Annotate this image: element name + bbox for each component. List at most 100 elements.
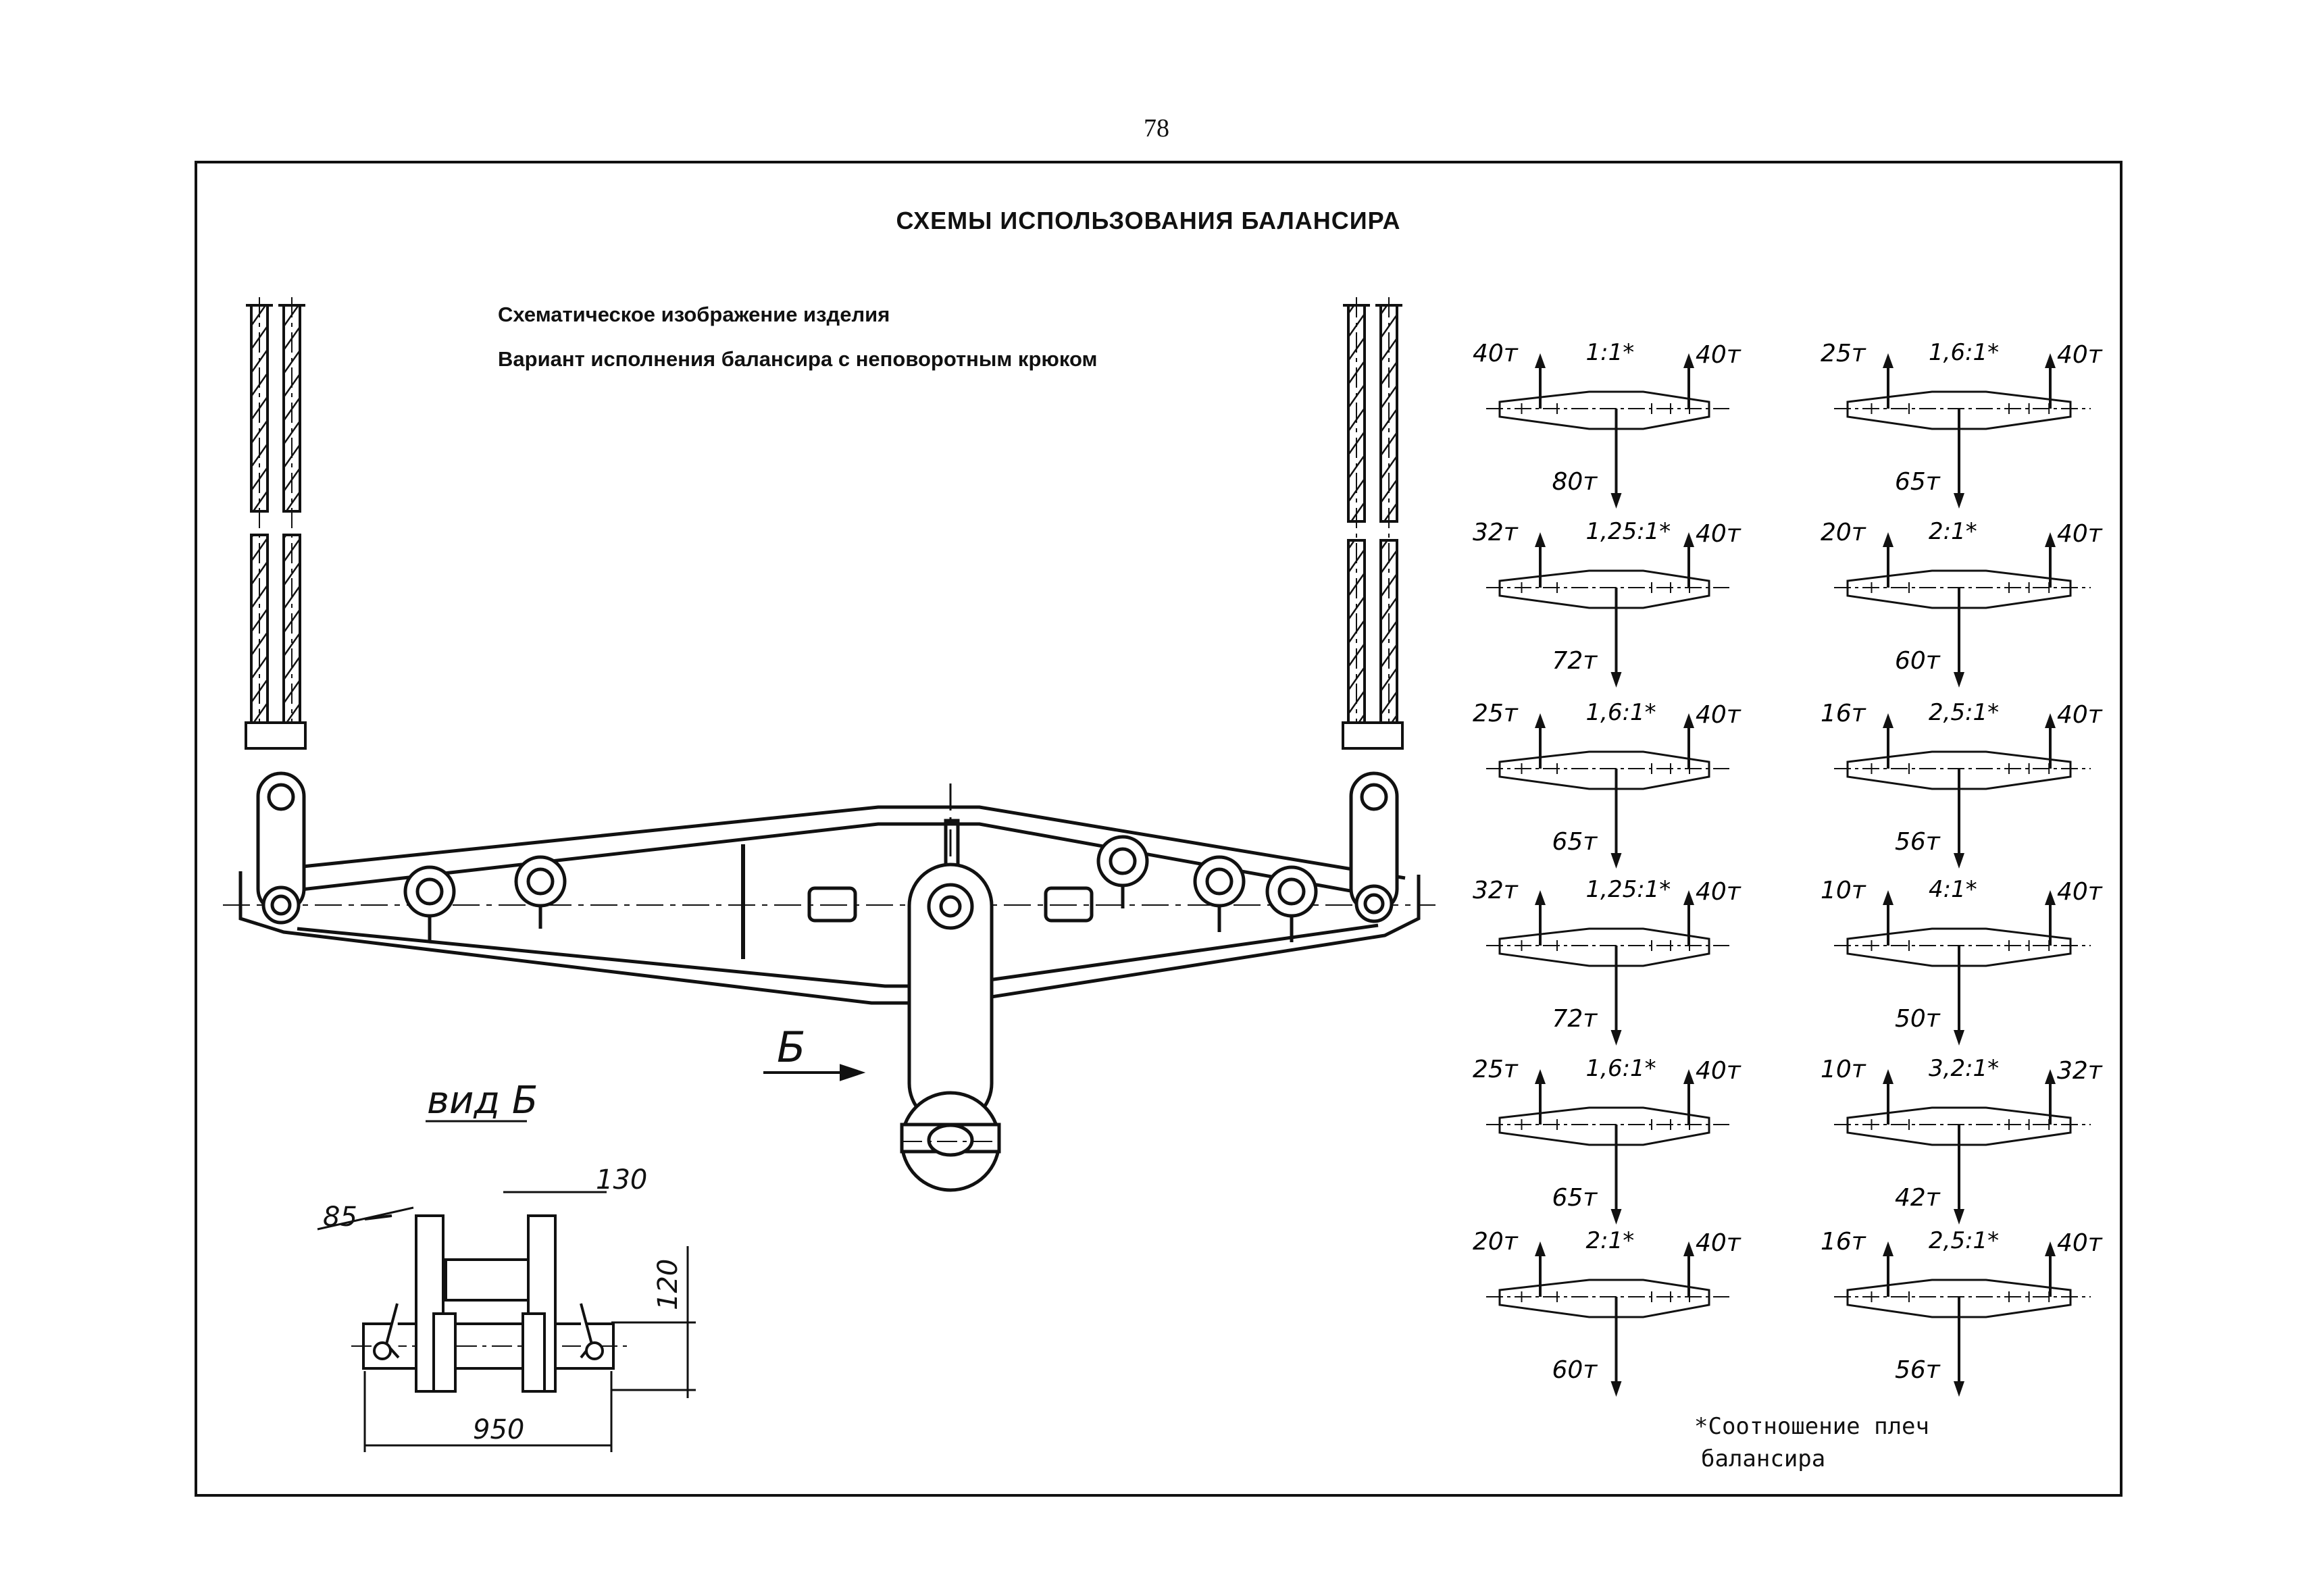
bottom-load-arrowhead (1954, 672, 1964, 688)
bottom-load-arrowhead (1610, 1381, 1622, 1397)
bottom-load-arrowhead (1954, 1381, 1964, 1397)
hook-link (900, 863, 1001, 1192)
dim-height: 120 (653, 1259, 684, 1310)
left-load-label: 32т (1473, 519, 1519, 546)
right-load-arrowhead (2045, 1069, 2056, 1084)
right-load-arrowhead (1683, 1241, 1694, 1256)
scheme-beam (1498, 1106, 1710, 1146)
scheme-beam (1498, 750, 1710, 790)
bottom-load-label: 65т (1552, 1184, 1598, 1212)
right-load-label: 40т (2057, 701, 2103, 729)
left-load-arrowhead (1883, 1069, 1893, 1084)
left-load-arrowhead (1535, 1069, 1546, 1084)
load-scheme: 20т 2:1* 40т 60т (1821, 518, 2103, 688)
ratio-label: 2,5:1* (1929, 699, 1999, 726)
right-load-label: 40т (1696, 1229, 1742, 1257)
right-load-label: 32т (2057, 1057, 2103, 1085)
bottom-load-label: 60т (1895, 647, 1941, 675)
left-load-arrowhead (1883, 890, 1893, 905)
left-load-label: 20т (1473, 1228, 1519, 1256)
left-load-arrowhead (1883, 532, 1893, 547)
left-load-label: 32т (1473, 877, 1519, 904)
right-load-arrowhead (2045, 890, 2056, 905)
bottom-load-label: 60т (1552, 1356, 1598, 1384)
bottom-load-arrowhead (1610, 493, 1622, 509)
right-load-arrowhead (1683, 1069, 1694, 1084)
bottom-load-arrowhead (1610, 853, 1622, 869)
dim-gap: 85 (323, 1202, 357, 1233)
dim-width: 130 (596, 1164, 647, 1195)
bottom-load-label: 65т (1552, 828, 1598, 856)
ratio-label: 2,5:1* (1929, 1227, 1999, 1254)
right-load-label: 40т (1696, 701, 1742, 729)
right-load-label: 40т (1696, 878, 1742, 906)
ratio-label: 1,25:1* (1586, 876, 1671, 903)
dim-length: 950 (473, 1414, 524, 1445)
bottom-load-arrowhead (1610, 1209, 1622, 1225)
load-scheme: 25т 1,6:1* 40т 65т (1473, 699, 1742, 869)
right-rope (1342, 297, 1404, 750)
load-scheme: 20т 2:1* 40т 60т (1473, 1227, 1742, 1397)
left-load-label: 10т (1821, 877, 1866, 904)
right-load-label: 40т (1696, 1057, 1742, 1085)
left-load-arrowhead (1883, 1241, 1893, 1256)
view-b-label: вид Б (427, 1079, 538, 1123)
right-load-label: 40т (1696, 520, 1742, 548)
view-b-detail (351, 1214, 628, 1393)
bottom-load-label: 56т (1895, 1356, 1941, 1384)
view-b-dimensions (317, 1191, 696, 1452)
scheme-beam (1498, 569, 1710, 609)
section-marker (763, 1064, 866, 1081)
left-load-arrowhead (1535, 1241, 1546, 1256)
left-load-arrowhead (1883, 353, 1893, 368)
scheme-beam (1498, 927, 1710, 967)
bottom-load-arrowhead (1610, 1030, 1622, 1046)
footnote-line-1: *Соотношение плеч (1694, 1413, 1929, 1440)
left-load-label: 20т (1821, 519, 1866, 546)
bottom-load-label: 80т (1552, 468, 1598, 496)
left-load-label: 16т (1821, 700, 1866, 727)
left-load-label: 25т (1473, 700, 1519, 727)
page-title: СХЕМЫ ИСПОЛЬЗОВАНИЯ БАЛАНСИРА (896, 207, 1401, 234)
adjustment-holes (403, 835, 1318, 942)
scheme-beam (1498, 1279, 1710, 1318)
left-link (256, 771, 306, 925)
left-load-label: 25т (1821, 340, 1866, 367)
left-rope (245, 297, 307, 750)
scheme-beam (1498, 390, 1710, 430)
page-number: 78 (1144, 114, 1169, 143)
left-load-label: 10т (1821, 1056, 1866, 1083)
bottom-load-label: 65т (1895, 468, 1941, 496)
footnote-line-2: балансира (1701, 1445, 1826, 1472)
ratio-label: 1,6:1* (1586, 1055, 1656, 1082)
bottom-load-arrowhead (1954, 493, 1964, 509)
right-load-label: 40т (2057, 878, 2103, 906)
right-load-arrowhead (1683, 532, 1694, 547)
ratio-label: 1,6:1* (1586, 699, 1656, 726)
right-load-label: 40т (2057, 341, 2103, 369)
ratio-label: 2:1* (1586, 1227, 1635, 1254)
right-load-arrowhead (2045, 532, 2056, 547)
section-marker-label: Б (777, 1023, 806, 1072)
load-scheme: 25т 1,6:1* 40т 65т (1473, 1055, 1742, 1225)
right-load-arrowhead (2045, 1241, 2056, 1256)
left-load-arrowhead (1535, 353, 1546, 368)
left-load-arrowhead (1535, 713, 1546, 728)
ratio-label: 1,6:1* (1929, 339, 1999, 366)
bottom-load-label: 72т (1552, 647, 1598, 675)
bottom-load-arrowhead (1610, 672, 1622, 688)
ratio-label: 4:1* (1929, 876, 1977, 903)
subtitle-variant: Вариант исполнения балансира с неповорот… (498, 347, 1098, 371)
right-load-label: 40т (2057, 520, 2103, 548)
ratio-label: 2:1* (1929, 518, 1977, 545)
left-load-label: 25т (1473, 1056, 1519, 1083)
right-load-arrowhead (1683, 713, 1694, 728)
